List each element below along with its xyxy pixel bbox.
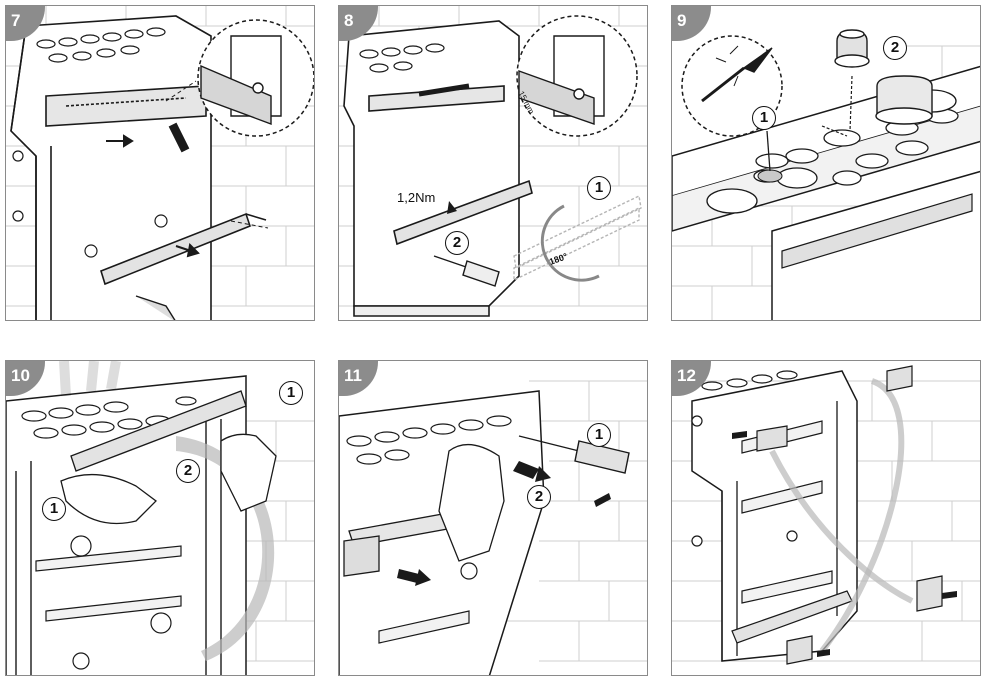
step-12-illustration	[672, 365, 980, 665]
step-number-badge: 12	[672, 361, 711, 396]
callout-1: 1	[752, 106, 776, 130]
step-7-illustration	[6, 6, 314, 320]
grommet-icon	[834, 29, 933, 125]
callout-2: 2	[445, 231, 469, 255]
step-8-illustration	[339, 6, 647, 317]
callout-2: 2	[883, 36, 907, 60]
callout-1: 1	[587, 176, 611, 200]
step-number-badge: 9	[672, 6, 711, 41]
screwdriver-icon	[433, 255, 500, 287]
step-11-illustration	[339, 380, 647, 675]
direction-arrow-icon	[819, 378, 905, 653]
step-7-panel: 7	[5, 5, 315, 321]
step-10-panel: 10 1 2 1	[5, 360, 315, 676]
step-9-illustration	[672, 29, 980, 320]
hand-icon	[60, 433, 277, 525]
knife-icon	[701, 45, 773, 103]
direction-arrow-icon	[106, 122, 200, 258]
hand-icon	[438, 444, 505, 562]
callout-2: 2	[527, 485, 551, 509]
torque-label: 1,2Nm	[397, 190, 436, 205]
callout-1: 1	[587, 423, 611, 447]
step-12-panel: 12	[671, 360, 981, 676]
callout-2: 2	[176, 459, 200, 483]
step-10-illustration	[6, 361, 314, 675]
screwdriver-icon	[518, 435, 630, 474]
rail-icon	[513, 194, 642, 282]
callout-1: 1	[279, 381, 303, 405]
step-11-panel: 11 1 2	[338, 360, 648, 676]
direction-arrow-icon	[447, 201, 457, 214]
step-number-badge: 10	[6, 361, 45, 396]
step-8-panel: 8 15 mm 1,2Nm 180° 1 2	[338, 5, 648, 321]
step-9-panel: 9 1 2	[671, 5, 981, 321]
callout-1-left: 1	[42, 497, 66, 521]
direction-arrow-icon	[397, 461, 611, 586]
